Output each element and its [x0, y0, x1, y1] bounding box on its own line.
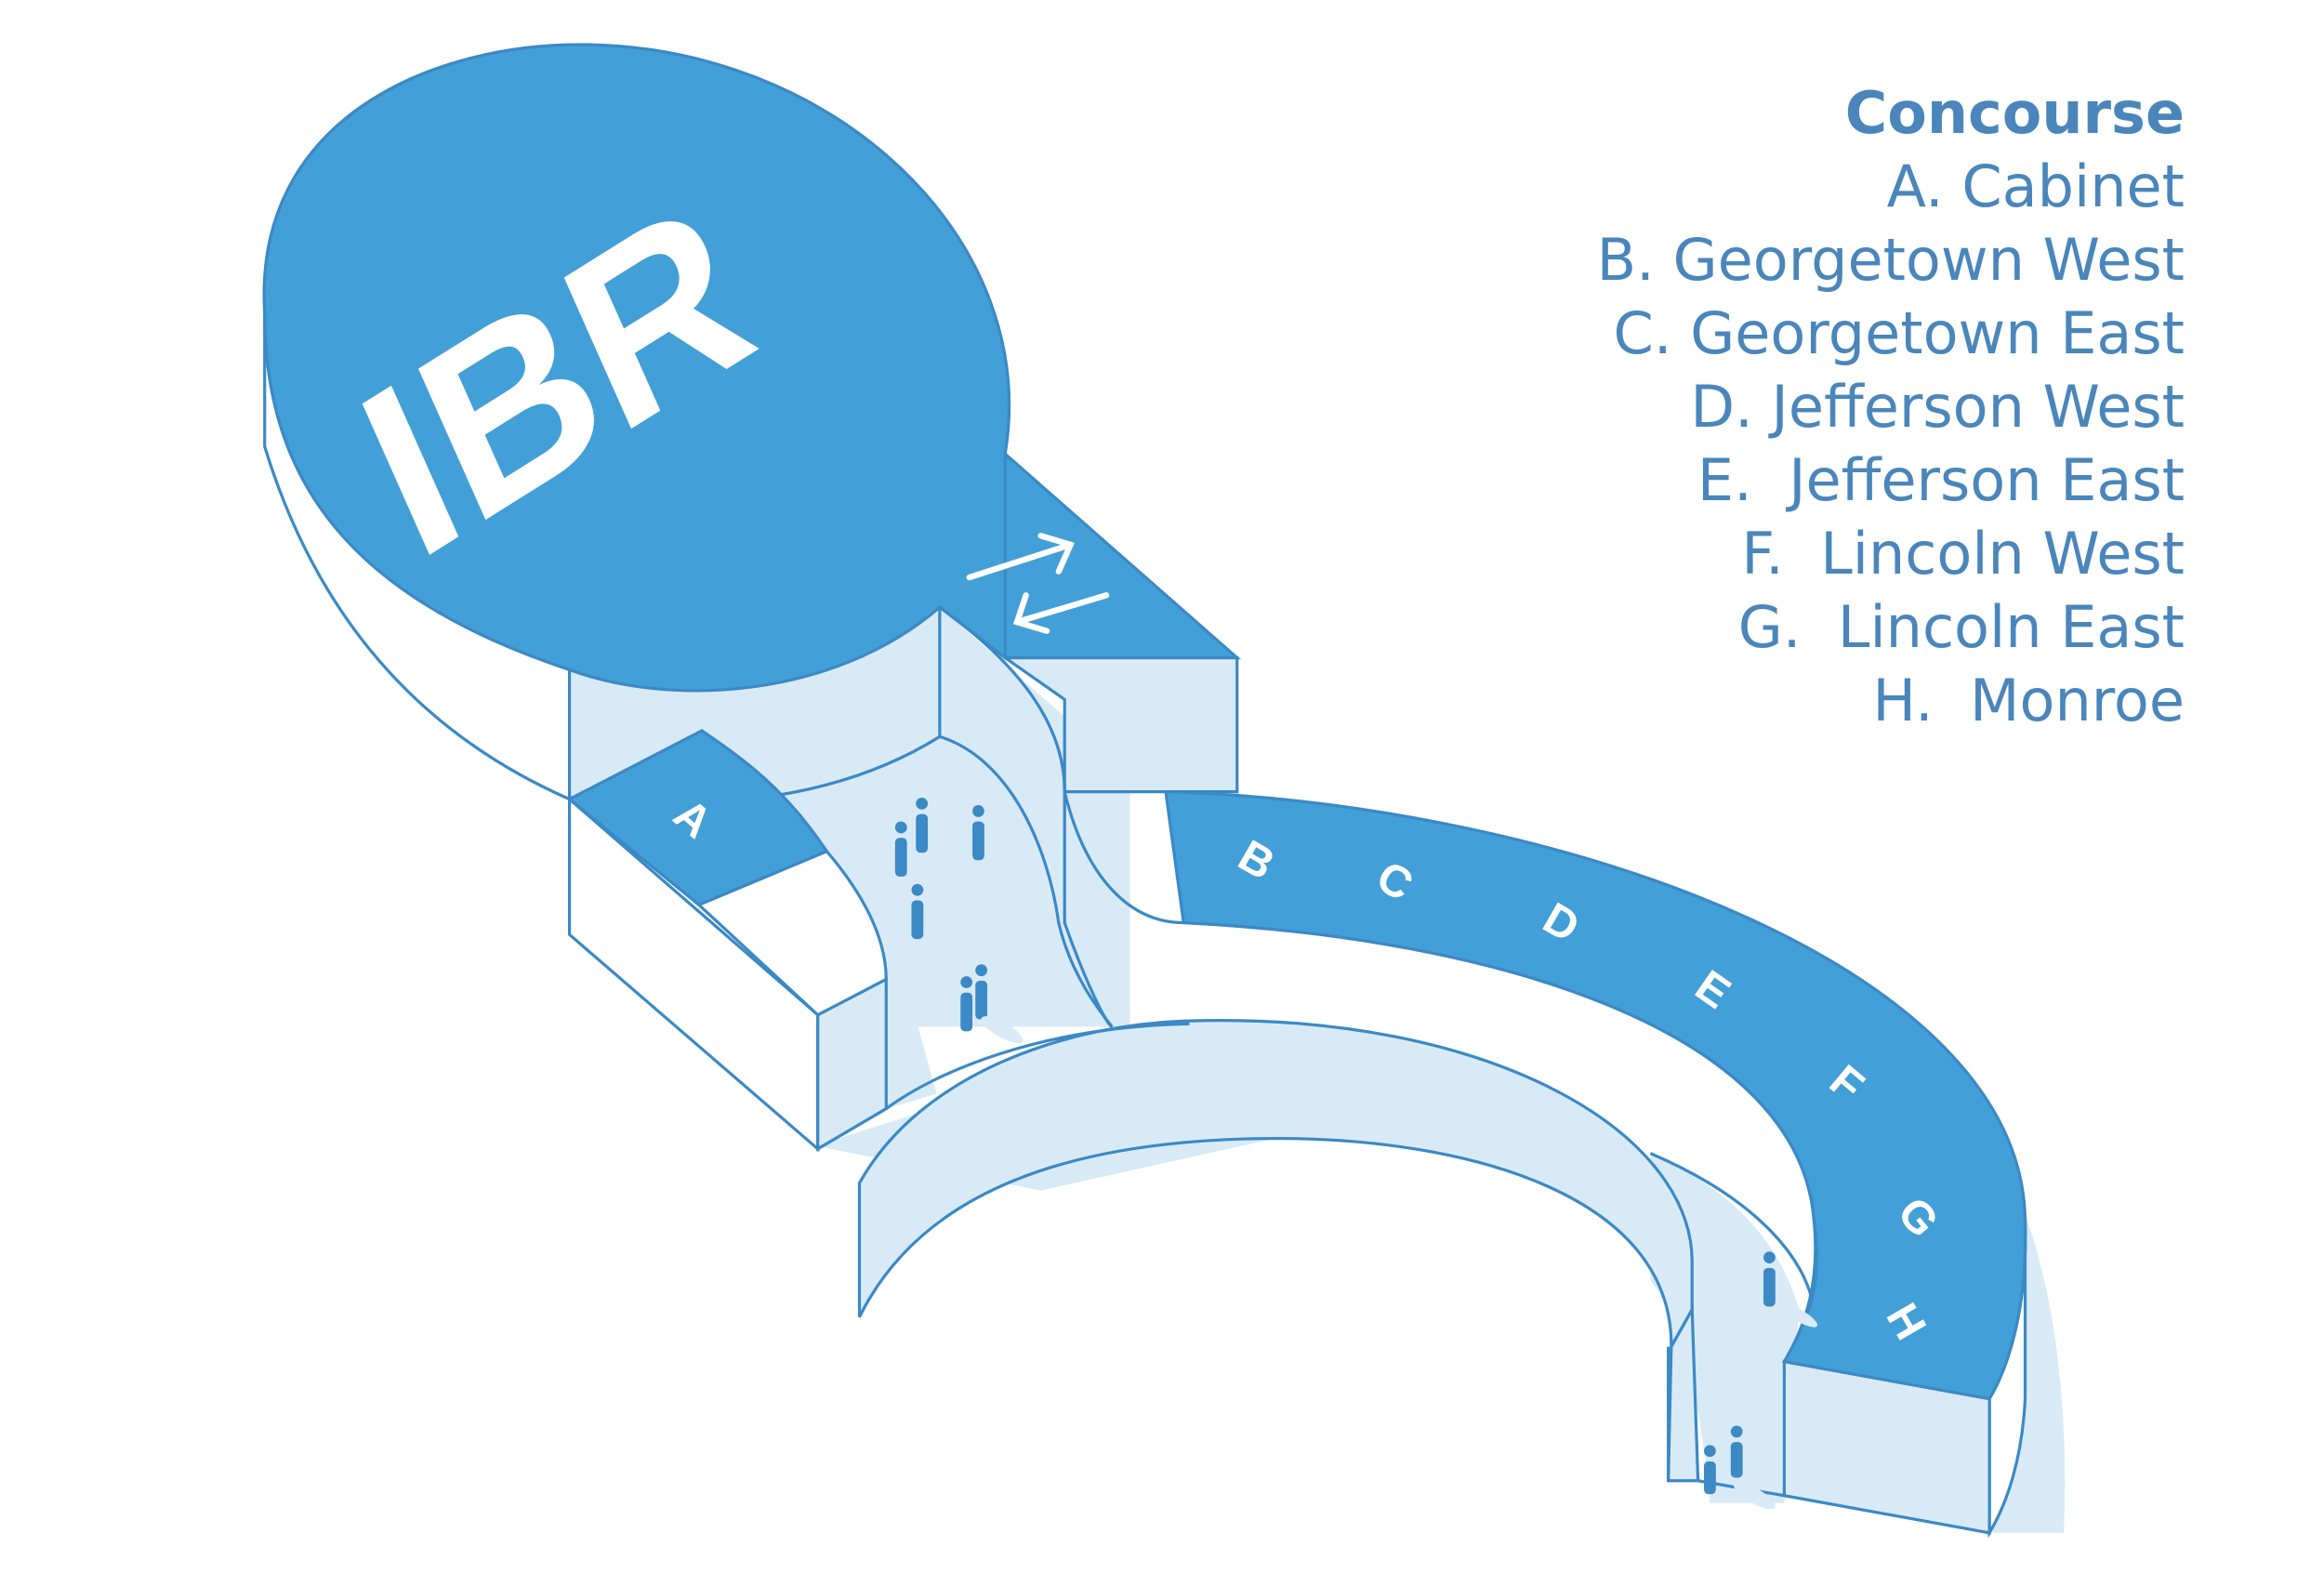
- legend-item: H. Monroe: [1872, 667, 2185, 734]
- corridor-floor-wall: [1649, 1152, 1816, 1310]
- legend-item: D. Jefferson West: [1690, 373, 2185, 441]
- legend-item: A. Cabinet: [1886, 152, 2185, 220]
- person-shadows: [933, 858, 1818, 1510]
- ring-end-face: [1782, 1359, 1991, 1535]
- legend-item: C. Georgetown East: [1613, 299, 2185, 367]
- legend-item: B. Georgetown West: [1596, 226, 2185, 294]
- legend-item: E. Jefferson East: [1697, 446, 2185, 514]
- corridor-inner-curve: [939, 734, 1114, 1028]
- hub-top: [262, 43, 1011, 693]
- wing-a-top-white: [695, 849, 888, 1017]
- people-figures: [894, 798, 1818, 1510]
- wing-a-top-blue: [566, 729, 829, 907]
- legend-item: G. Lincoln East: [1737, 593, 2185, 661]
- person-icon: [894, 798, 1776, 1495]
- inner-ring-wall: [857, 1019, 1694, 1348]
- corridor-wall-curve: [938, 605, 1114, 1029]
- two-way-arrow-icon: [966, 533, 1110, 634]
- legend-item: F. Lincoln West: [1741, 520, 2185, 588]
- legend-list: A. Cabinet B. Georgetown West C. Georget…: [1597, 150, 2185, 737]
- legend-title: Concourse: [1844, 79, 2185, 147]
- inner-ring-top-line: [885, 1022, 1190, 1110]
- concourse-legend: Concourse A. Cabinet B. Georgetown West …: [1597, 76, 2185, 737]
